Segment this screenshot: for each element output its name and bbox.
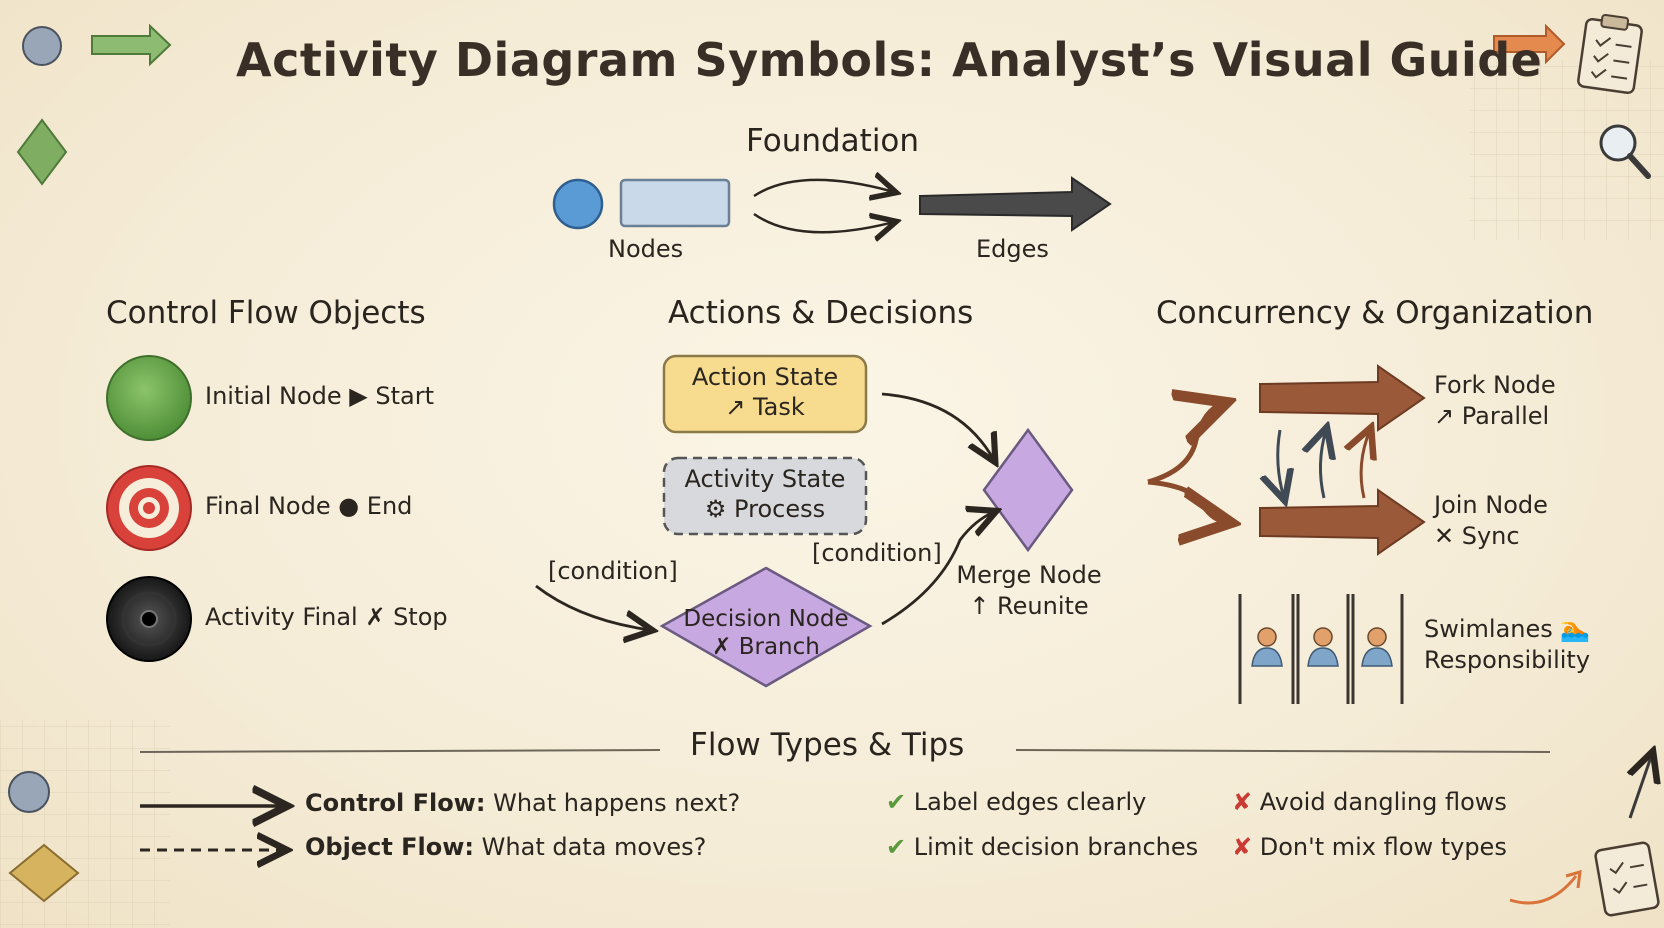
swimlanes-symbol [1238, 594, 1404, 704]
action-state-line2: ↗ Task [725, 393, 805, 421]
foundation-edges-label: Edges [976, 235, 1049, 263]
tip-bad-2: ✘ Don't mix flow types [1232, 833, 1507, 862]
control-flow-row: Control Flow: What happens next? [305, 789, 741, 818]
cross-icon: ✘ [1232, 833, 1253, 861]
fork-line2: ↗ Parallel [1434, 402, 1550, 430]
tip-bad-2-text: Don't mix flow types [1259, 833, 1507, 861]
sync-arrow-up [1320, 430, 1326, 499]
decision-line2: ✗ Branch [712, 634, 820, 660]
decor-arrow-orange-icon [1493, 23, 1566, 65]
grid-bottom-left [0, 720, 170, 928]
swimlanes-line1: Swimlanes 🏊 [1424, 615, 1591, 643]
tip-good-1-text: Label edges clearly [913, 788, 1147, 816]
foundation-edge-big-arrow [919, 176, 1112, 232]
final-node-label: Final Node ● End [205, 492, 413, 520]
decor-circle-bottom-icon [8, 771, 50, 813]
activity-final-symbol [106, 576, 192, 662]
initial-node-label: Initial Node ▶ Start [205, 382, 435, 410]
decision-line1: Decision Node [683, 606, 849, 632]
decor-diamond-yellow-icon [8, 843, 80, 903]
merge-line1: Merge Node [956, 561, 1102, 589]
action-state-box [662, 354, 868, 434]
tip-good-2: ✔ Limit decision branches [886, 833, 1199, 862]
fork-arrow [1259, 364, 1426, 432]
clipboard-icon-top [1577, 13, 1643, 95]
person-icon [1361, 627, 1393, 667]
divider-left [139, 749, 661, 753]
foundation-node-circle [552, 178, 604, 230]
foundation-heading: Foundation [746, 123, 920, 159]
foundation-edge-curve-top [753, 180, 894, 196]
control-flow-name: Control Flow: [305, 789, 486, 817]
join-line2: ✕ Sync [1434, 522, 1520, 550]
object-flow-name: Object Flow: [305, 833, 475, 861]
decor-diamond-green-icon [16, 118, 68, 186]
swimlanes-line2: Responsibility [1424, 646, 1591, 674]
clipboard-icon-bottom [1594, 841, 1660, 917]
concurrency-heading: Concurrency & Organization [1156, 295, 1594, 331]
flow-types-heading: Flow Types & Tips [690, 727, 965, 763]
tip-bad-1-text: Avoid dangling flows [1259, 788, 1507, 816]
fork-line1: Fork Node [1434, 371, 1556, 399]
magnifier-icon [1599, 124, 1651, 179]
decor-curved-arrow-orange-icon [1509, 875, 1578, 905]
control-flow-heading: Control Flow Objects [106, 295, 426, 331]
fork-split-upper [1147, 404, 1222, 485]
fork-split-lower [1147, 479, 1226, 522]
initial-node-symbol [106, 355, 192, 441]
cross-icon: ✘ [1232, 788, 1253, 816]
object-flow-row: Object Flow: What data moves? [305, 833, 707, 862]
actions-heading: Actions & Decisions [668, 295, 974, 331]
sync-arrow-down [1278, 429, 1284, 498]
decor-circle-icon [22, 26, 62, 66]
activity-state-line1: Activity State [684, 465, 846, 493]
tip-good-1: ✔ Label edges clearly [886, 788, 1147, 817]
tip-bad-1: ✘ Avoid dangling flows [1232, 788, 1507, 817]
join-arrow [1259, 488, 1426, 556]
check-icon: ✔ [886, 788, 907, 816]
foundation-node-rect [619, 178, 731, 228]
condition-right-label: [condition] [812, 539, 942, 567]
object-flow-desc: What data moves? [481, 833, 707, 861]
divider-right [1015, 749, 1551, 753]
sync-arrow-up-brown [1361, 430, 1370, 499]
merge-diamond [982, 427, 1074, 553]
person-icon [1251, 627, 1283, 667]
person-icon [1307, 627, 1339, 667]
page-title: Activity Diagram Symbols: Analyst’s Visu… [236, 33, 1543, 87]
foundation-edge-curve-bottom [753, 214, 894, 232]
condition-left-label: [condition] [548, 557, 678, 585]
action-state-line1: Action State [691, 363, 839, 391]
merge-line2: ↑ Reunite [969, 592, 1089, 620]
activity-final-label: Activity Final ✗ Stop [205, 603, 448, 631]
check-icon: ✔ [886, 833, 907, 861]
activity-state-box [662, 456, 868, 536]
final-node-symbol [106, 465, 192, 551]
foundation-nodes-label: Nodes [608, 235, 684, 263]
decision-diamond [659, 566, 873, 688]
decor-arrow-green-icon [91, 23, 172, 67]
control-flow-desc: What happens next? [493, 789, 741, 817]
decor-pencil-arrow-icon [1630, 754, 1652, 819]
condition-in-edge [535, 584, 650, 630]
activity-state-line2: ⚙ Process [704, 495, 826, 523]
tip-good-2-text: Limit decision branches [913, 833, 1199, 861]
join-line1: Join Node [1434, 491, 1548, 519]
action-to-merge-edge [881, 392, 994, 460]
decision-to-merge-edge [881, 512, 994, 626]
